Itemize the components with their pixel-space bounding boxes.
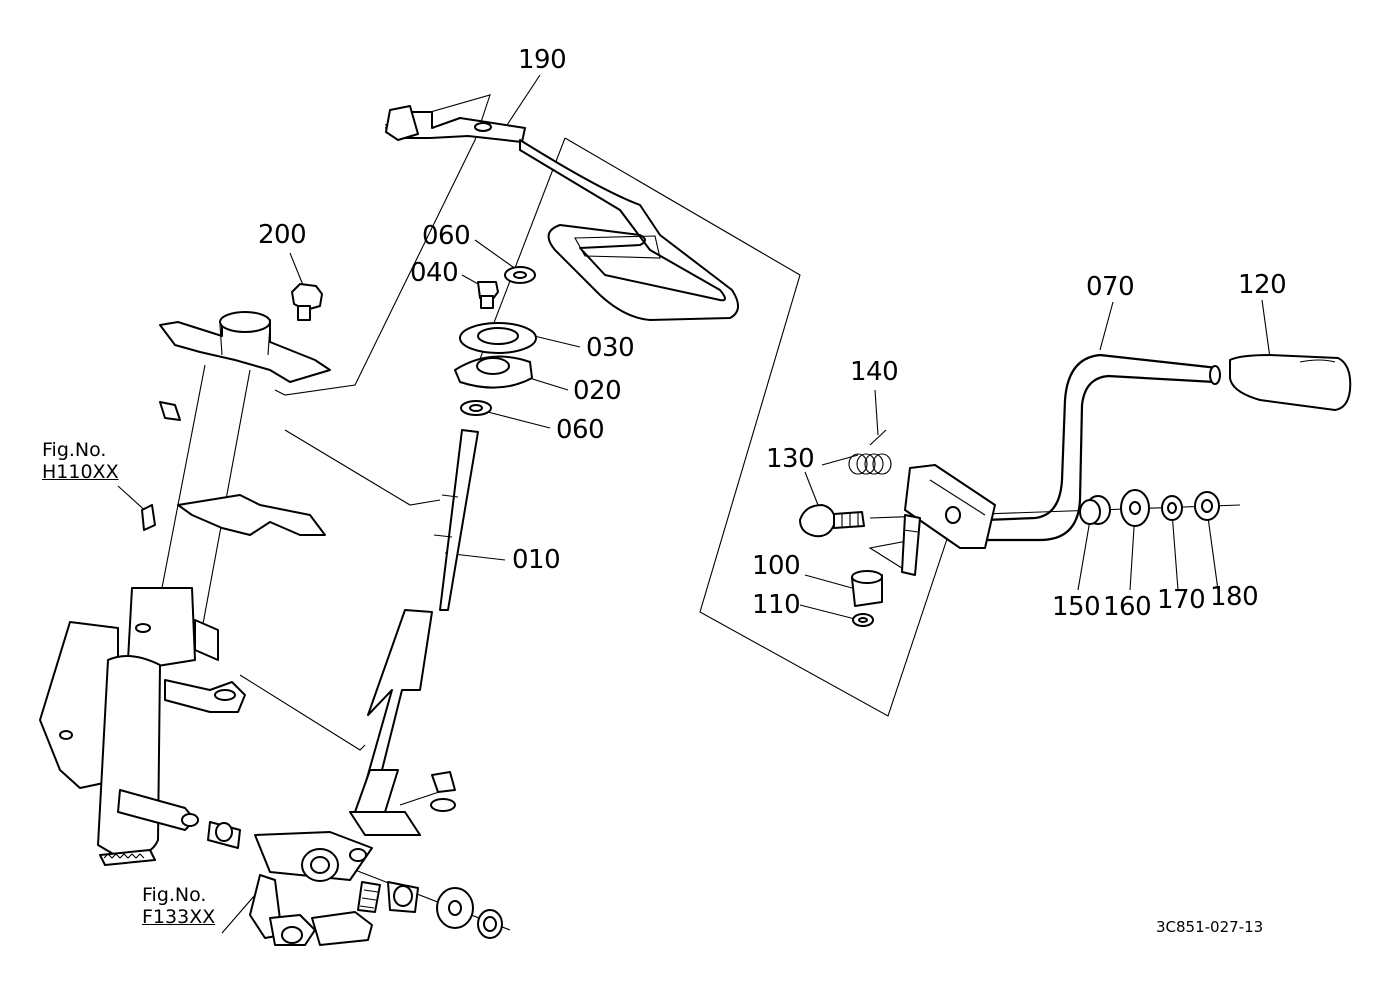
figure-reference-link[interactable]: H110XX — [42, 460, 119, 483]
part-180-nut — [1194, 491, 1220, 521]
label-part-190: 190 — [518, 45, 567, 75]
label-part-170: 170 — [1157, 585, 1206, 615]
leader-lines — [117, 74, 1271, 934]
figure-reference-link[interactable]: F133XX — [142, 905, 216, 928]
label-part-100: 100 — [752, 551, 801, 581]
label-part-070: 070 — [1086, 272, 1135, 302]
part-190-guide — [385, 105, 739, 321]
label-part-180: 180 — [1210, 582, 1259, 612]
part-130-pin — [799, 504, 865, 538]
lower-linkage — [117, 771, 503, 946]
part-010-shaft — [349, 429, 479, 836]
part-150-bushing — [1079, 495, 1111, 525]
figure-reference-h110xx[interactable]: Fig.No. H110XX — [42, 439, 119, 484]
part-lever-bracket — [901, 464, 996, 576]
label-part-140: 140 — [850, 357, 899, 387]
figure-reference-title: Fig.No. — [42, 439, 107, 461]
figure-reference-title: Fig.No. — [142, 884, 207, 906]
part-160-washer — [1120, 489, 1150, 527]
label-part-020: 020 — [573, 376, 622, 406]
label-part-150: 150 — [1052, 592, 1101, 622]
part-170-spring-washer — [1161, 495, 1183, 521]
label-part-110: 110 — [752, 590, 801, 620]
part-070-lever — [983, 353, 1221, 542]
label-part-130: 130 — [766, 444, 815, 474]
part-140-spring — [821, 429, 892, 475]
drawing-code: 3C851-027-13 — [1156, 918, 1264, 936]
label-part-040: 040 — [410, 258, 459, 288]
label-part-010: 010 — [512, 545, 561, 575]
label-part-160: 160 — [1103, 592, 1152, 622]
part-200-bolt — [291, 283, 323, 321]
label-part-060-upper: 060 — [422, 221, 471, 251]
label-part-120: 120 — [1238, 270, 1287, 300]
label-part-200: 200 — [258, 220, 307, 250]
figure-reference-f133xx[interactable]: Fig.No. F133XX — [142, 884, 216, 929]
label-part-030: 030 — [586, 333, 635, 363]
part-120-knob — [1229, 354, 1352, 411]
part-stack-upper — [454, 266, 537, 416]
part-110-washer — [852, 613, 874, 627]
label-part-060-lower: 060 — [556, 415, 605, 445]
part-100-bushing — [851, 570, 883, 607]
